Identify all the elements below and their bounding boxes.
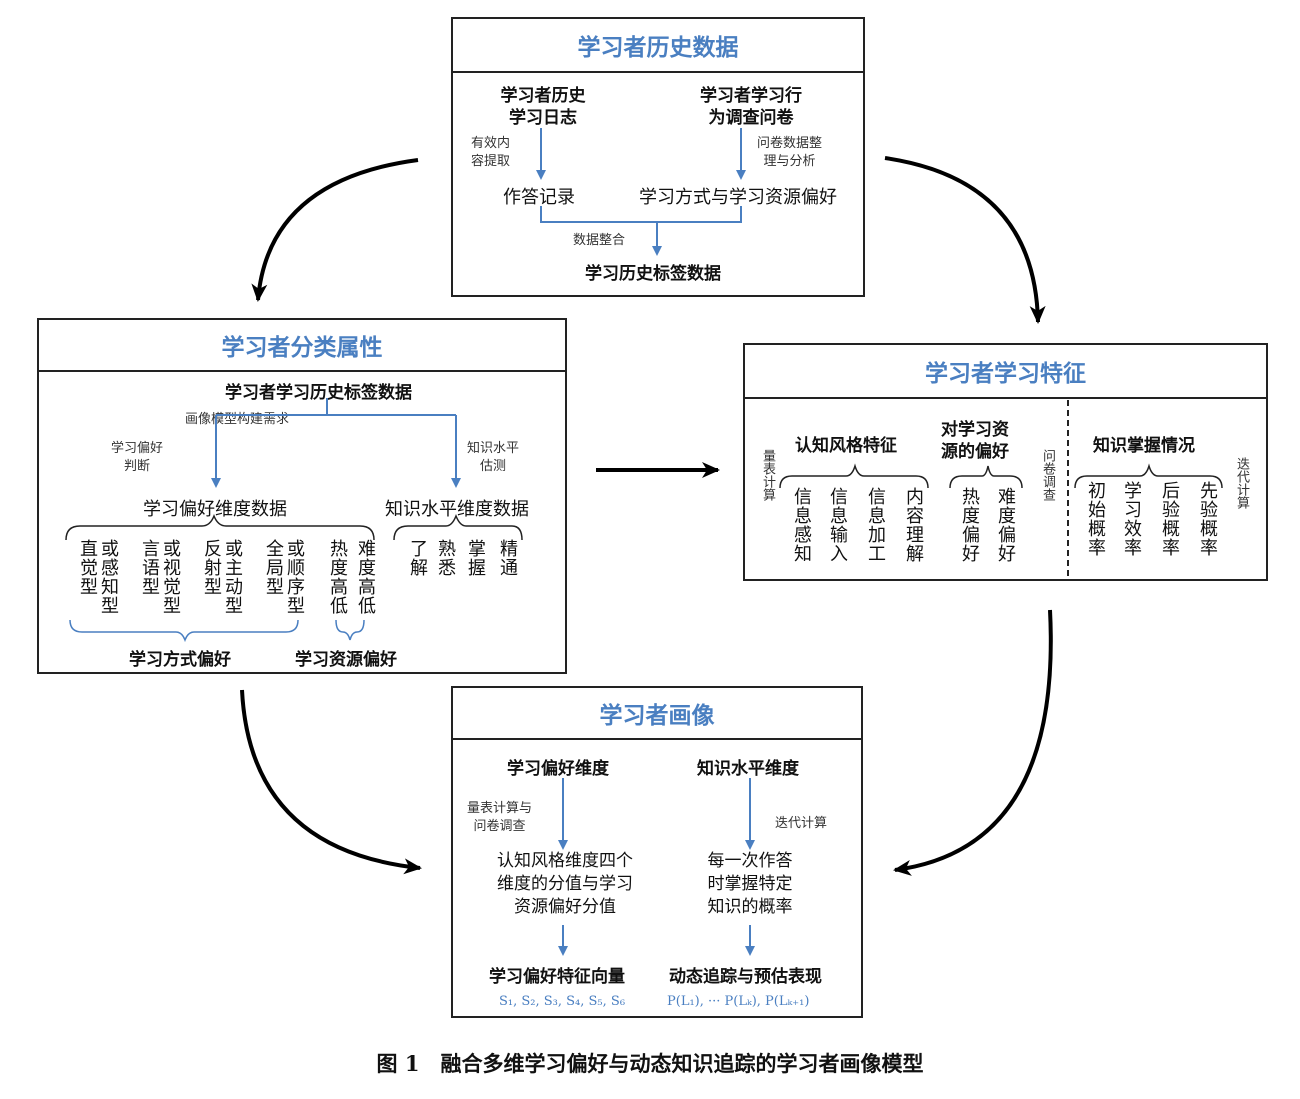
dynamic-label: 动态追踪与预估表现 <box>669 967 822 987</box>
history-flow-arrows <box>536 128 746 256</box>
history-survey-label: 学习者学习行 为调查问卷 <box>700 86 802 128</box>
style-pair-1-a: 直觉型 <box>77 539 98 596</box>
know-dim-label: 知识水平维度数据 <box>385 499 529 520</box>
figure-caption: 图 1 融合多维学习偏好与动态知识追踪的学习者画像模型 <box>376 1051 924 1076</box>
analysis-note: 问卷数据整 理与分析 <box>757 136 823 169</box>
scale-calc-note: 量表计算 <box>760 449 775 501</box>
cog-style-label: 认知风格特征 <box>795 436 897 456</box>
level-2: 熟悉 <box>435 539 456 577</box>
classify-top-braces <box>65 513 523 541</box>
extract-note: 有效内 容提取 <box>471 136 511 169</box>
cog-item-3: 信息加工 <box>865 487 886 563</box>
history-log-label: 学习者历史 学习日志 <box>500 86 586 128</box>
know-est-note: 知识水平 估测 <box>467 441 520 474</box>
style-pair-4-b: 或顺序型 <box>284 539 305 615</box>
questionnaire-note: 问卷调查 <box>1040 449 1055 501</box>
method-pref-label: 学习方式偏好 <box>129 650 231 670</box>
cog-item-2: 信息输入 <box>827 487 848 563</box>
features-title: 学习者学习特征 <box>745 345 1266 399</box>
res-item-1: 热度偏好 <box>959 487 980 563</box>
mastery-item-1: 初始概率 <box>1085 481 1106 557</box>
iter-note: 迭代计算 <box>775 816 828 831</box>
main-flow-arrows <box>240 156 1053 876</box>
portrait-box: 学习者画像 学习偏好维度 知识水平维度 量表计算与 问卷调查 迭代计算 认知风格… <box>451 686 863 1018</box>
vector-label: 学习偏好特征向量 <box>489 967 625 987</box>
mastery-item-4: 先验概率 <box>1197 481 1218 557</box>
answer-record-label: 作答记录 <box>503 187 575 208</box>
cog-values-text: 认知风格维度四个 维度的分值与学习 资源偏好分值 <box>497 851 633 917</box>
portrait-title: 学习者画像 <box>453 688 861 740</box>
style-pair-3-b: 或主动型 <box>222 539 243 615</box>
iter-calc-note: 迭代计算 <box>1234 457 1249 509</box>
classify-title: 学习者分类属性 <box>39 320 565 372</box>
mastery-item-2: 学习效率 <box>1121 481 1142 557</box>
style-pair-2-a: 言语型 <box>139 539 160 596</box>
classify-flow-arrows <box>211 398 461 488</box>
res-difficulty: 难度高低 <box>355 539 376 615</box>
prob-text: 每一次作答 时掌握特定 知识的概率 <box>707 851 793 917</box>
history-tag-data: 学习历史标签数据 <box>585 264 721 284</box>
prob-formula: P(L₁), ··· P(Lₖ), P(Lₖ₊₁) <box>667 994 810 1009</box>
scale-note: 量表计算与 问卷调查 <box>467 801 533 834</box>
resource-pref-label: 学习资源偏好 <box>295 650 397 670</box>
cog-item-1: 信息感知 <box>791 487 812 563</box>
portrait-know-dim: 知识水平维度 <box>697 759 799 779</box>
level-1: 了解 <box>407 539 428 577</box>
level-4: 精通 <box>497 539 518 577</box>
cog-item-4: 内容理解 <box>903 487 924 563</box>
history-data-box: 学习者历史数据 学习者历史 学习日志 学习者学习行 为调查问卷 有效内 容提取 … <box>451 17 865 297</box>
style-pair-1-b: 或感知型 <box>98 539 119 615</box>
classify-bottom-braces <box>69 619 365 643</box>
pref-judge-note: 学习偏好 判断 <box>111 441 164 474</box>
res-item-2: 难度偏好 <box>995 487 1016 563</box>
style-pair-3-a: 反射型 <box>201 539 222 596</box>
pref-dim-label: 学习偏好维度数据 <box>143 499 287 520</box>
integrate-note: 数据整合 <box>573 233 626 248</box>
portrait-flow-arrows <box>558 778 755 956</box>
features-braces <box>779 463 1223 489</box>
mastery-label: 知识掌握情况 <box>1093 436 1195 456</box>
style-pref-label: 学习方式与学习资源偏好 <box>639 187 837 208</box>
portrait-pref-dim: 学习偏好维度 <box>507 759 609 779</box>
style-pair-4-a: 全局型 <box>263 539 284 596</box>
history-data-title: 学习者历史数据 <box>453 19 863 73</box>
vector-formula: S₁, S₂, S₃, S₄, S₅, S₆ <box>499 994 626 1009</box>
style-pair-2-b: 或视觉型 <box>160 539 181 615</box>
res-heat: 热度高低 <box>327 539 348 615</box>
level-3: 掌握 <box>465 539 486 577</box>
features-box: 学习者学习特征 认知风格特征 对学习资 源的偏好 知识掌握情况 量表计算 问卷调… <box>743 343 1268 581</box>
classify-tag-data: 学习者学习历史标签数据 <box>225 383 412 403</box>
mastery-item-3: 后验概率 <box>1159 481 1180 557</box>
res-pref-label: 对学习资 源的偏好 <box>941 420 1009 462</box>
